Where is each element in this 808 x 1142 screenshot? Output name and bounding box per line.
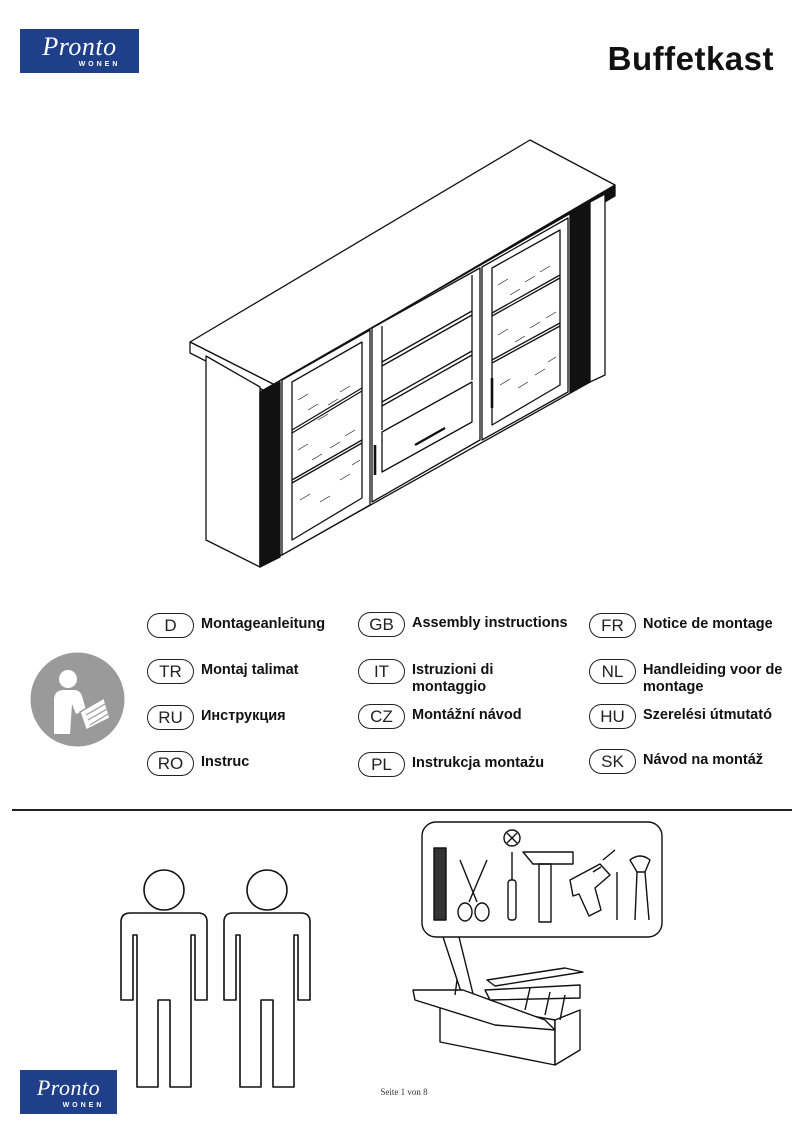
reader-manual-icon xyxy=(30,652,125,747)
lang-code: RU xyxy=(147,705,194,730)
brand-sub: WONEN xyxy=(78,60,121,68)
lang-label: Montaj talimat xyxy=(201,662,299,678)
lang-item-sk: SK Návod na montáž xyxy=(589,749,808,774)
lang-code: RO xyxy=(147,751,194,776)
scissors-icon xyxy=(457,859,490,922)
section-divider xyxy=(12,809,792,811)
lang-item-cz: CZ Montážní návod xyxy=(358,704,577,729)
tools-callout xyxy=(421,821,663,938)
lang-item-nl: NL Handleiding voor de montage xyxy=(589,659,783,696)
lang-code: FR xyxy=(589,613,636,638)
lang-label: Instrukcja montażu xyxy=(412,755,545,771)
toolbox-icon xyxy=(412,821,663,1066)
left-side-panel xyxy=(205,355,261,568)
lang-code: CZ xyxy=(358,704,405,729)
buffet-illustration xyxy=(189,139,616,568)
lang-label: Istruzioni di montaggio xyxy=(412,662,494,695)
lang-label: Instruc xyxy=(201,754,250,770)
person-left xyxy=(120,869,208,1088)
page-number: Seite 1 von 8 xyxy=(380,1087,428,1097)
lang-code: NL xyxy=(589,659,636,684)
lang-label: Handleiding voor de montage xyxy=(643,662,783,695)
toolbox-body xyxy=(412,967,584,1066)
lang-label: Notice de montage xyxy=(643,616,773,632)
folding-rule-icon xyxy=(433,847,447,921)
brand-logo: Pronto WONEN xyxy=(20,29,139,73)
pliers-icon xyxy=(629,855,651,921)
lang-item-gb: GB Assembly instructions xyxy=(358,612,577,637)
lang-label: Návod na montáž xyxy=(643,752,764,768)
lang-item-ro: RO Instruc xyxy=(147,751,366,776)
lang-code: HU xyxy=(589,704,636,729)
lang-item-pl: PL Instrukcja montażu xyxy=(358,752,577,777)
brand-name: Pronto xyxy=(36,1074,101,1100)
drill-icon xyxy=(569,849,616,917)
lang-code: D xyxy=(147,613,194,638)
lang-code: TR xyxy=(147,659,194,684)
page-title: Buffetkast xyxy=(607,40,774,77)
lang-item-it: IT Istruzioni di montaggio xyxy=(358,659,522,696)
lang-item-ru: RU Инструкция xyxy=(147,705,366,730)
person-right xyxy=(223,869,311,1088)
lang-code: IT xyxy=(358,659,405,684)
lang-label: Montážní návod xyxy=(412,707,522,723)
lang-code: PL xyxy=(358,752,405,777)
hammer-icon xyxy=(522,851,574,923)
screwdriver-icon xyxy=(503,829,521,921)
lang-code: SK xyxy=(589,749,636,774)
lang-label: Montageanleitung xyxy=(201,616,326,632)
brand-logo-footer: Pronto WONEN xyxy=(20,1070,117,1114)
lang-item-tr: TR Montaj talimat xyxy=(147,659,366,684)
lang-label: Assembly instructions xyxy=(412,615,568,631)
brand-name: Pronto xyxy=(42,31,117,61)
lang-item-fr: FR Notice de montage xyxy=(589,613,808,638)
lang-item-de: D Montageanleitung xyxy=(147,613,366,638)
drawer xyxy=(381,381,473,473)
lang-item-hu: HU Szerelési útmutató xyxy=(589,704,808,729)
lang-code: GB xyxy=(358,612,405,637)
brand-sub: WONEN xyxy=(62,1101,105,1109)
two-persons-icon xyxy=(120,869,311,1088)
lang-label: Szerelési útmutató xyxy=(643,707,772,723)
lang-label: Инструкция xyxy=(201,708,286,724)
